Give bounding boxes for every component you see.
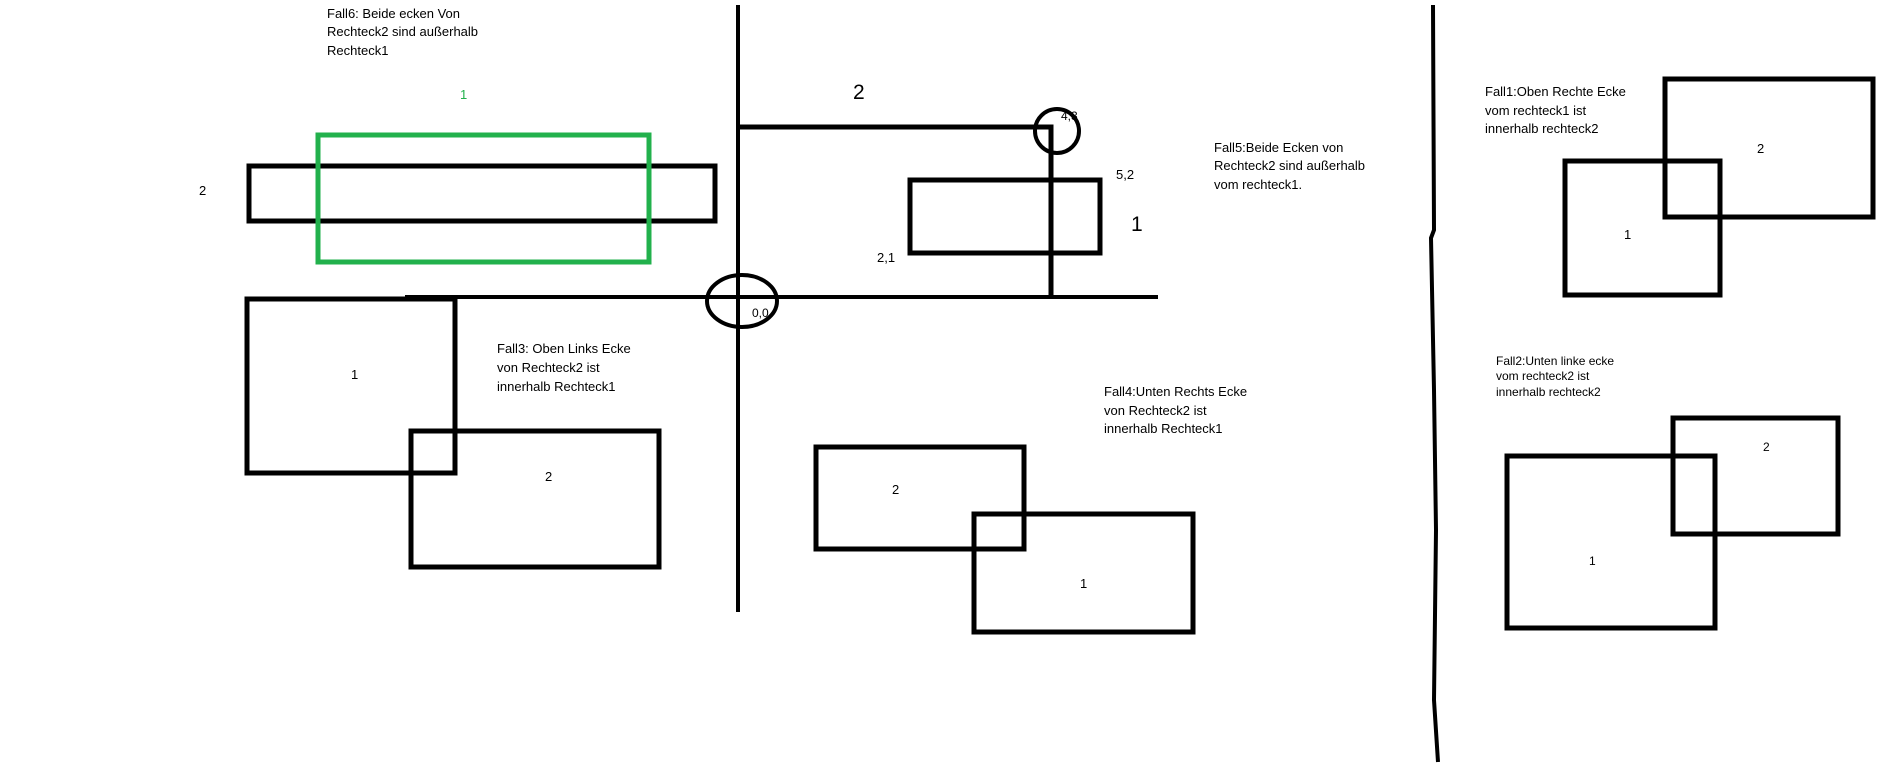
- fall3-rect-2: [408, 428, 662, 570]
- fall2-label-2: 2: [1763, 440, 1770, 454]
- fall5-caption-line-3: vom rechteck1.: [1214, 177, 1302, 192]
- fall5-rect-1: [907, 177, 1103, 256]
- fall5-caption-line-2: Rechteck2 sind außerhalb: [1214, 158, 1365, 173]
- fall4-caption-line-2: von Rechteck2 ist: [1104, 403, 1207, 418]
- fall6-rect-1-green: [315, 132, 652, 265]
- fall1-rect-1: [1562, 158, 1723, 298]
- fall3-caption-line-1: Fall3: Oben Links Ecke: [497, 341, 631, 356]
- coord-label-top-right: 4,3: [1061, 109, 1078, 123]
- fall5-label-2: 2: [853, 81, 865, 104]
- fall6-caption-line-1: Fall6: Beide ecken Von: [327, 6, 460, 21]
- fall1-caption-line-1: Fall1:Oben Rechte Ecke: [1485, 84, 1626, 99]
- fall3-caption-line-2: von Rechteck2 ist: [497, 360, 600, 375]
- fall2-rect-2: [1670, 415, 1841, 537]
- origin-marker-circle: [705, 273, 779, 329]
- fall3-caption-line-3: innerhalb Rechteck1: [497, 379, 616, 394]
- fall5-rect-2-outline: [740, 124, 1054, 297]
- fall6-caption-line-2: Rechteck2 sind außerhalb: [327, 24, 478, 39]
- fall4-rect-1: [971, 511, 1196, 635]
- fall6-rect-2: [246, 163, 718, 224]
- fall4-rect-2: [813, 444, 1027, 552]
- coord-label-origin: 0,0: [752, 306, 769, 320]
- fall3-rect-1: [244, 296, 458, 476]
- fall1-caption-line-3: innerhalb rechteck2: [1485, 121, 1598, 136]
- fall1-label-2: 2: [1757, 141, 1764, 156]
- coord-label-inner-bottom-left: 2,1: [877, 250, 895, 265]
- fall5-caption-line-1: Fall5:Beide Ecken von: [1214, 140, 1343, 155]
- top-right-corner-marker-circle: [1033, 107, 1081, 155]
- fall5-label-1: 1: [1131, 213, 1143, 236]
- fall1-caption-line-2: vom rechteck1 ist: [1485, 103, 1587, 118]
- fall4-caption-line-1: Fall4:Unten Rechts Ecke: [1104, 384, 1247, 399]
- fall2-label-1: 1: [1589, 554, 1596, 568]
- fall6-label-1: 1: [460, 87, 467, 102]
- fall2-caption-line-2: vom rechteck2 ist: [1496, 369, 1590, 383]
- fall6-caption-line-3: Rechteck1: [327, 43, 388, 58]
- fall6-label-2: 2: [199, 183, 206, 198]
- fall3-label-1: 1: [351, 367, 358, 382]
- fall4-label-1: 1: [1080, 576, 1087, 591]
- fall1-rect-2: [1662, 76, 1876, 220]
- fall2-rect-1: [1504, 453, 1718, 631]
- coord-label-inner-top-right: 5,2: [1116, 167, 1134, 182]
- fall4-label-2: 2: [892, 482, 899, 497]
- fall3-label-2: 2: [545, 469, 552, 484]
- fall2-caption-line-3: innerhalb rechteck2: [1496, 385, 1601, 399]
- fall1-label-1: 1: [1624, 227, 1631, 242]
- fall4-caption-line-3: innerhalb Rechteck1: [1104, 421, 1223, 436]
- right-divider-line: [1428, 4, 1440, 763]
- fall2-caption-line-1: Fall2:Unten linke ecke: [1496, 354, 1614, 368]
